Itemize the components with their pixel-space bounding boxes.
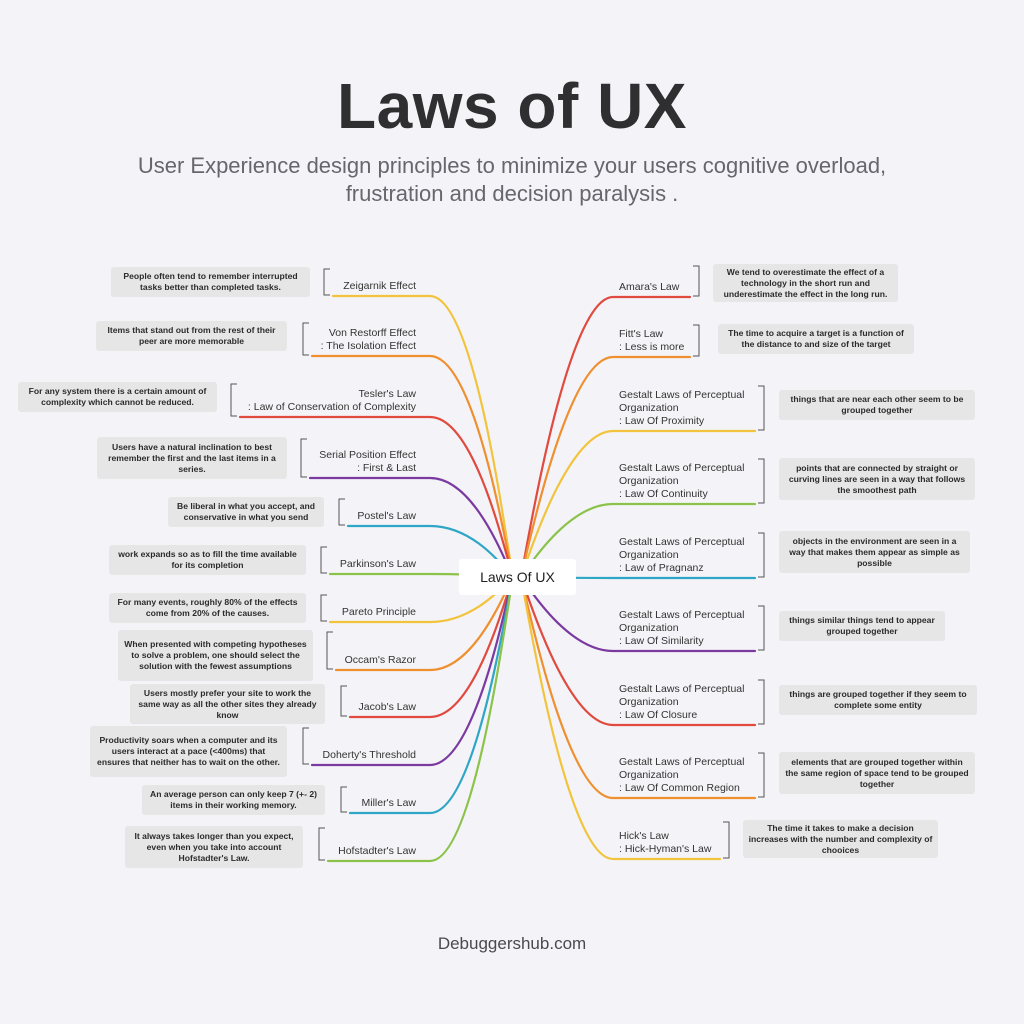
- right-branch-note: things that are near each other seem to …: [779, 390, 975, 420]
- page-title: Laws of UX: [337, 70, 687, 142]
- left-branch-note: It always takes longer than you expect, …: [125, 826, 303, 868]
- left-branch-label: Occam's Razor: [344, 654, 416, 666]
- right-branch-bracket: [758, 752, 765, 798]
- right-branch-label: Fitt's Law: Less is more: [619, 328, 685, 353]
- left-branch-bracket: [338, 498, 345, 526]
- right-branch-note: things similar things tend to appear gro…: [779, 611, 945, 641]
- left-branch-note: For many events, roughly 80% of the effe…: [109, 593, 306, 623]
- left-branch-note: Users have a natural inclination to best…: [97, 437, 287, 479]
- right-branch-bracket: [758, 605, 765, 651]
- right-branch-label: Hick's Law: Hick-Hyman's Law: [619, 830, 712, 855]
- right-branch-connector: [519, 295, 692, 579]
- left-branch-label: Jacob's Law: [358, 701, 416, 713]
- left-branch-note: For any system there is a certain amount…: [18, 382, 217, 412]
- left-branch-bracket: [340, 685, 347, 717]
- left-branch-bracket: [326, 631, 333, 670]
- right-branch-connector: [519, 575, 722, 861]
- right-branch-connector: [519, 355, 692, 579]
- left-branch-bracket: [302, 322, 309, 356]
- left-branch-label: Pareto Principle: [341, 606, 416, 618]
- left-branch-bracket: [302, 727, 309, 765]
- left-branch-label: Tesler's Law: Law of Conservation of Com…: [247, 388, 416, 413]
- right-branch-note: things are grouped together if they seem…: [779, 685, 977, 715]
- left-branch-note: Productivity soars when a computer and i…: [90, 726, 287, 777]
- central-node: Laws Of UX: [459, 559, 576, 595]
- right-branch-note: elements that are grouped together withi…: [779, 752, 975, 794]
- left-branch-connector: [326, 575, 515, 863]
- right-branch-bracket: [693, 265, 700, 297]
- left-branch-note: Items that stand out from the rest of th…: [96, 321, 287, 351]
- left-branch-label: Postel's Law: [357, 510, 416, 522]
- left-branch-note: When presented with competing hypotheses…: [118, 630, 313, 681]
- left-branch-connector: [331, 294, 515, 579]
- footer-credit: Debuggershub.com: [437, 934, 587, 953]
- right-branch-note: We tend to overestimate the effect of a …: [713, 264, 898, 302]
- left-branch-label: Hofstadter's Law: [338, 845, 416, 857]
- left-branch-note: Be liberal in what you accept, and conse…: [168, 497, 324, 527]
- left-branch-label: Miller's Law: [361, 797, 416, 809]
- right-branch-bracket: [758, 385, 765, 431]
- right-branch-note: The time to acquire a target is a functi…: [718, 324, 914, 354]
- left-branch-label: Von Restorff Effect: The Isolation Effec…: [320, 327, 416, 352]
- right-branch-bracket: [758, 458, 765, 504]
- left-branch-bracket: [300, 438, 307, 478]
- right-branch-bracket: [693, 324, 700, 357]
- left-branch-bracket: [318, 827, 325, 861]
- right-branch-bracket: [758, 532, 765, 578]
- left-branch-note: work expands so as to fill the time avai…: [109, 545, 306, 575]
- right-branch-note: points that are connected by straight or…: [779, 458, 975, 500]
- left-branch-connector: [310, 354, 515, 579]
- left-branch-bracket: [340, 786, 347, 813]
- left-branch-label: Serial Position Effect: First & Last: [319, 449, 416, 474]
- page-subtitle: User Experience design principles to min…: [137, 153, 887, 206]
- left-branch-label: Parkinson's Law: [339, 558, 416, 570]
- left-branch-note: People often tend to remember interrupte…: [111, 267, 310, 297]
- left-branch-bracket: [323, 268, 330, 296]
- left-branch-bracket: [320, 594, 327, 622]
- right-branch-note: The time it takes to make a decision inc…: [743, 820, 938, 858]
- left-branch-bracket: [320, 546, 327, 574]
- left-branch-label: Zeigarnik Effect: [343, 280, 416, 292]
- left-branch-label: Doherty's Threshold: [322, 749, 416, 761]
- left-branch-bracket: [230, 383, 237, 417]
- right-branch-bracket: [723, 821, 730, 859]
- right-branch-label: Amara's Law: [619, 281, 680, 293]
- right-branch-bracket: [758, 679, 765, 725]
- left-branch-note: Users mostly prefer your site to work th…: [130, 684, 325, 724]
- right-branch-note: objects in the environment are seen in a…: [779, 531, 970, 573]
- left-branch-note: An average person can only keep 7 (+- 2)…: [142, 785, 325, 815]
